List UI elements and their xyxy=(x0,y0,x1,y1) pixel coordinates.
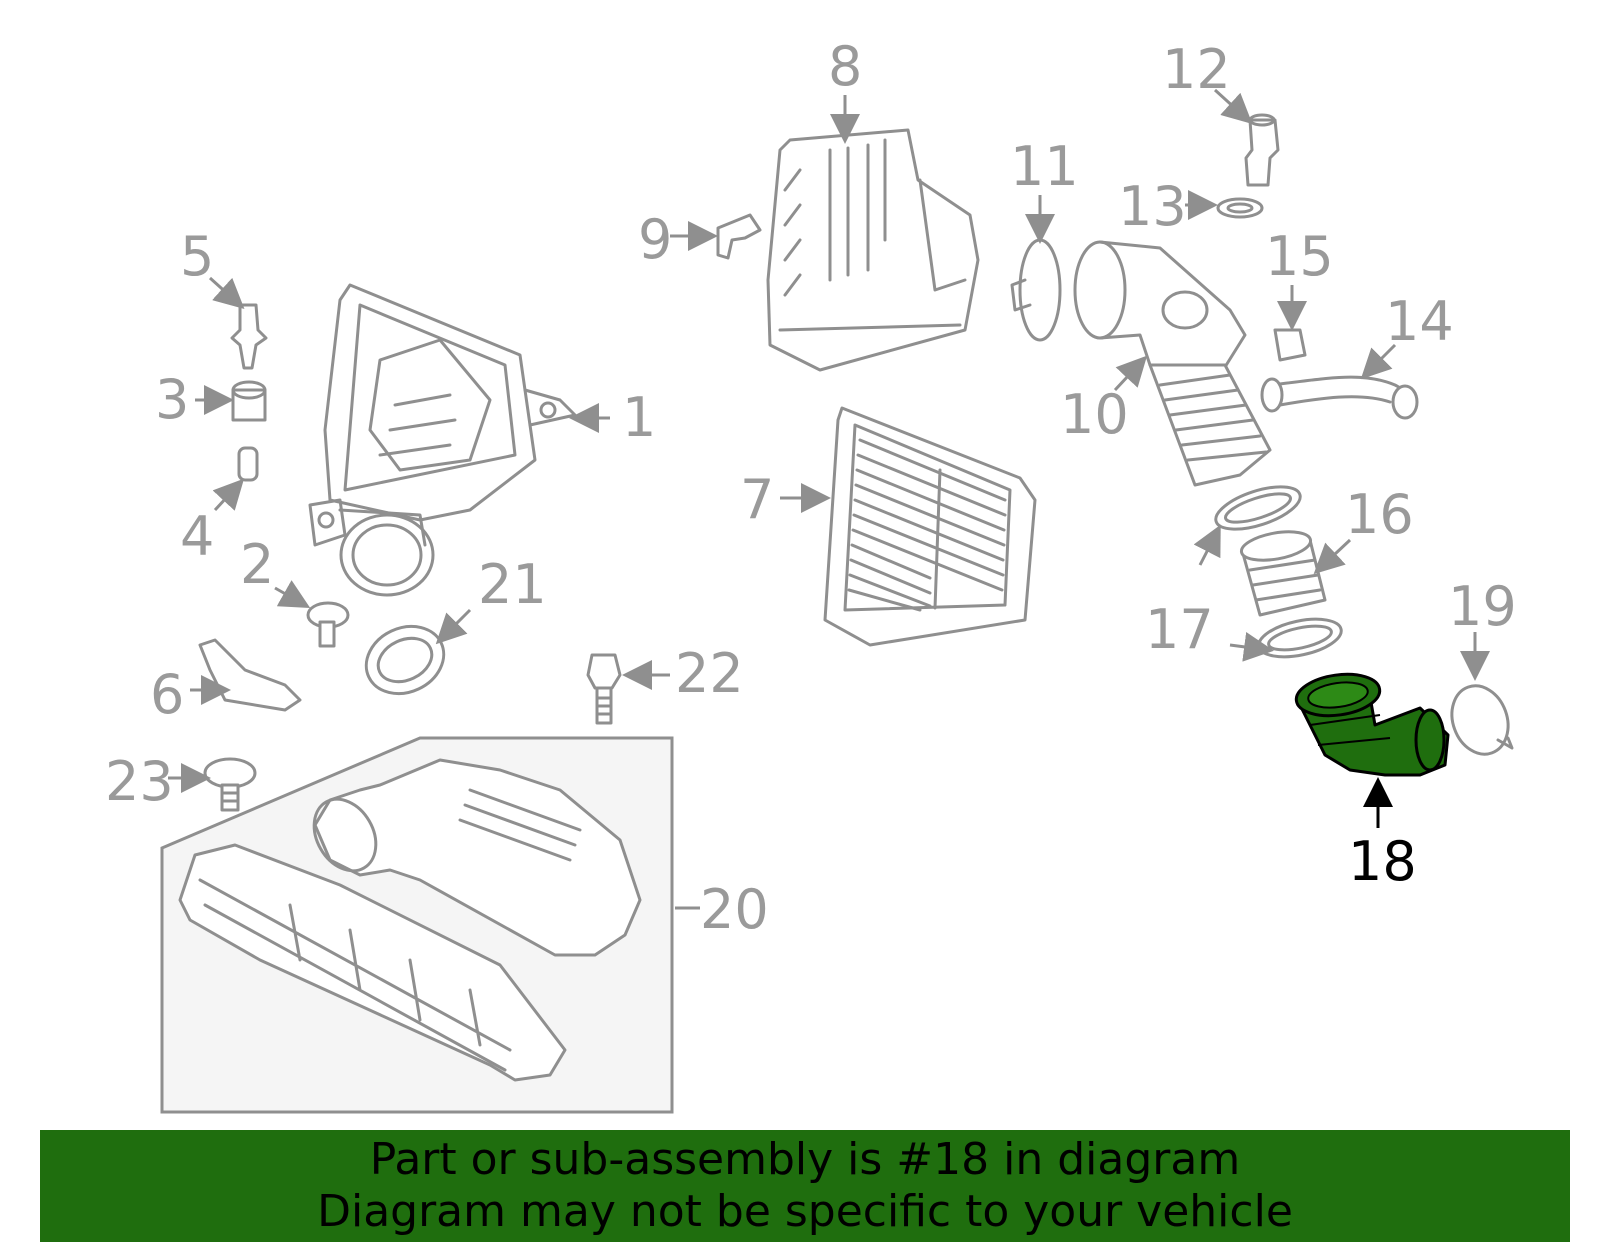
part-13-o-ring[interactable] xyxy=(1216,197,1264,219)
part-10-intake-duct[interactable] xyxy=(1073,240,1272,487)
leader-5 xyxy=(208,276,245,310)
label-4: 4 xyxy=(180,505,214,568)
leader-16 xyxy=(1313,538,1352,575)
leader-4 xyxy=(212,478,245,512)
part-11-clamp[interactable] xyxy=(1010,238,1062,342)
part-19-band-clamp[interactable] xyxy=(1443,678,1518,762)
label-8: 8 xyxy=(828,35,862,98)
part-14-hose[interactable] xyxy=(1260,375,1419,420)
part-15-cap[interactable] xyxy=(1273,328,1307,362)
leader-clamp xyxy=(1193,524,1221,566)
label-5: 5 xyxy=(180,225,214,288)
label-9: 9 xyxy=(638,208,672,271)
label-16: 16 xyxy=(1345,483,1414,546)
part-7-air-filter[interactable] xyxy=(823,406,1037,647)
label-11: 11 xyxy=(1010,135,1079,198)
label-14: 14 xyxy=(1385,290,1454,353)
part-2-bolt[interactable] xyxy=(306,601,350,648)
part-8-air-cleaner-cover[interactable] xyxy=(766,128,980,372)
part-17-clamp[interactable] xyxy=(1255,613,1344,664)
part-5-push-clip[interactable] xyxy=(230,303,268,370)
part-4-pin[interactable] xyxy=(237,446,259,482)
part-21-clamp[interactable] xyxy=(355,614,455,706)
leader-14 xyxy=(1360,343,1397,380)
leader-2 xyxy=(274,580,311,608)
label-10: 10 xyxy=(1060,383,1129,446)
banner-line-2: Diagram may not be specific to your vehi… xyxy=(317,1186,1293,1237)
leader-12 xyxy=(1213,88,1253,125)
label-22: 22 xyxy=(675,642,744,705)
info-banner: Part or sub-assembly is #18 in diagram D… xyxy=(40,1130,1570,1242)
label-19: 19 xyxy=(1448,575,1517,638)
label-17: 17 xyxy=(1145,598,1214,661)
part-22-bolt[interactable] xyxy=(586,653,622,725)
part-9-clip[interactable] xyxy=(716,213,762,260)
label-6: 6 xyxy=(150,663,184,726)
part-18-elbow-duct[interactable] xyxy=(1294,669,1450,777)
part-20-air-guide-assembly[interactable] xyxy=(160,736,674,1114)
label-15: 15 xyxy=(1265,225,1334,288)
leader-21 xyxy=(435,608,472,645)
banner-line-1: Part or sub-assembly is #18 in diagram xyxy=(369,1134,1241,1185)
leader-10 xyxy=(1113,355,1148,392)
label-18: 18 xyxy=(1348,830,1417,893)
part-1-air-cleaner-housing[interactable] xyxy=(308,283,577,597)
label-13: 13 xyxy=(1118,175,1187,238)
part-6-bracket[interactable] xyxy=(198,638,302,712)
clamp-ring[interactable] xyxy=(1211,478,1305,538)
label-1: 1 xyxy=(622,386,656,449)
label-23: 23 xyxy=(105,750,174,813)
leader-17 xyxy=(1229,631,1274,662)
label-20: 20 xyxy=(700,878,769,941)
label-12: 12 xyxy=(1162,38,1231,101)
part-23-nut[interactable] xyxy=(203,757,257,812)
label-7: 7 xyxy=(740,468,774,531)
part-12-connector[interactable] xyxy=(1244,113,1280,187)
part-3-grommet[interactable] xyxy=(231,380,267,422)
label-3: 3 xyxy=(155,368,189,431)
part-16-coupler[interactable] xyxy=(1239,527,1327,617)
label-21: 21 xyxy=(478,553,547,616)
label-2: 2 xyxy=(240,533,274,596)
